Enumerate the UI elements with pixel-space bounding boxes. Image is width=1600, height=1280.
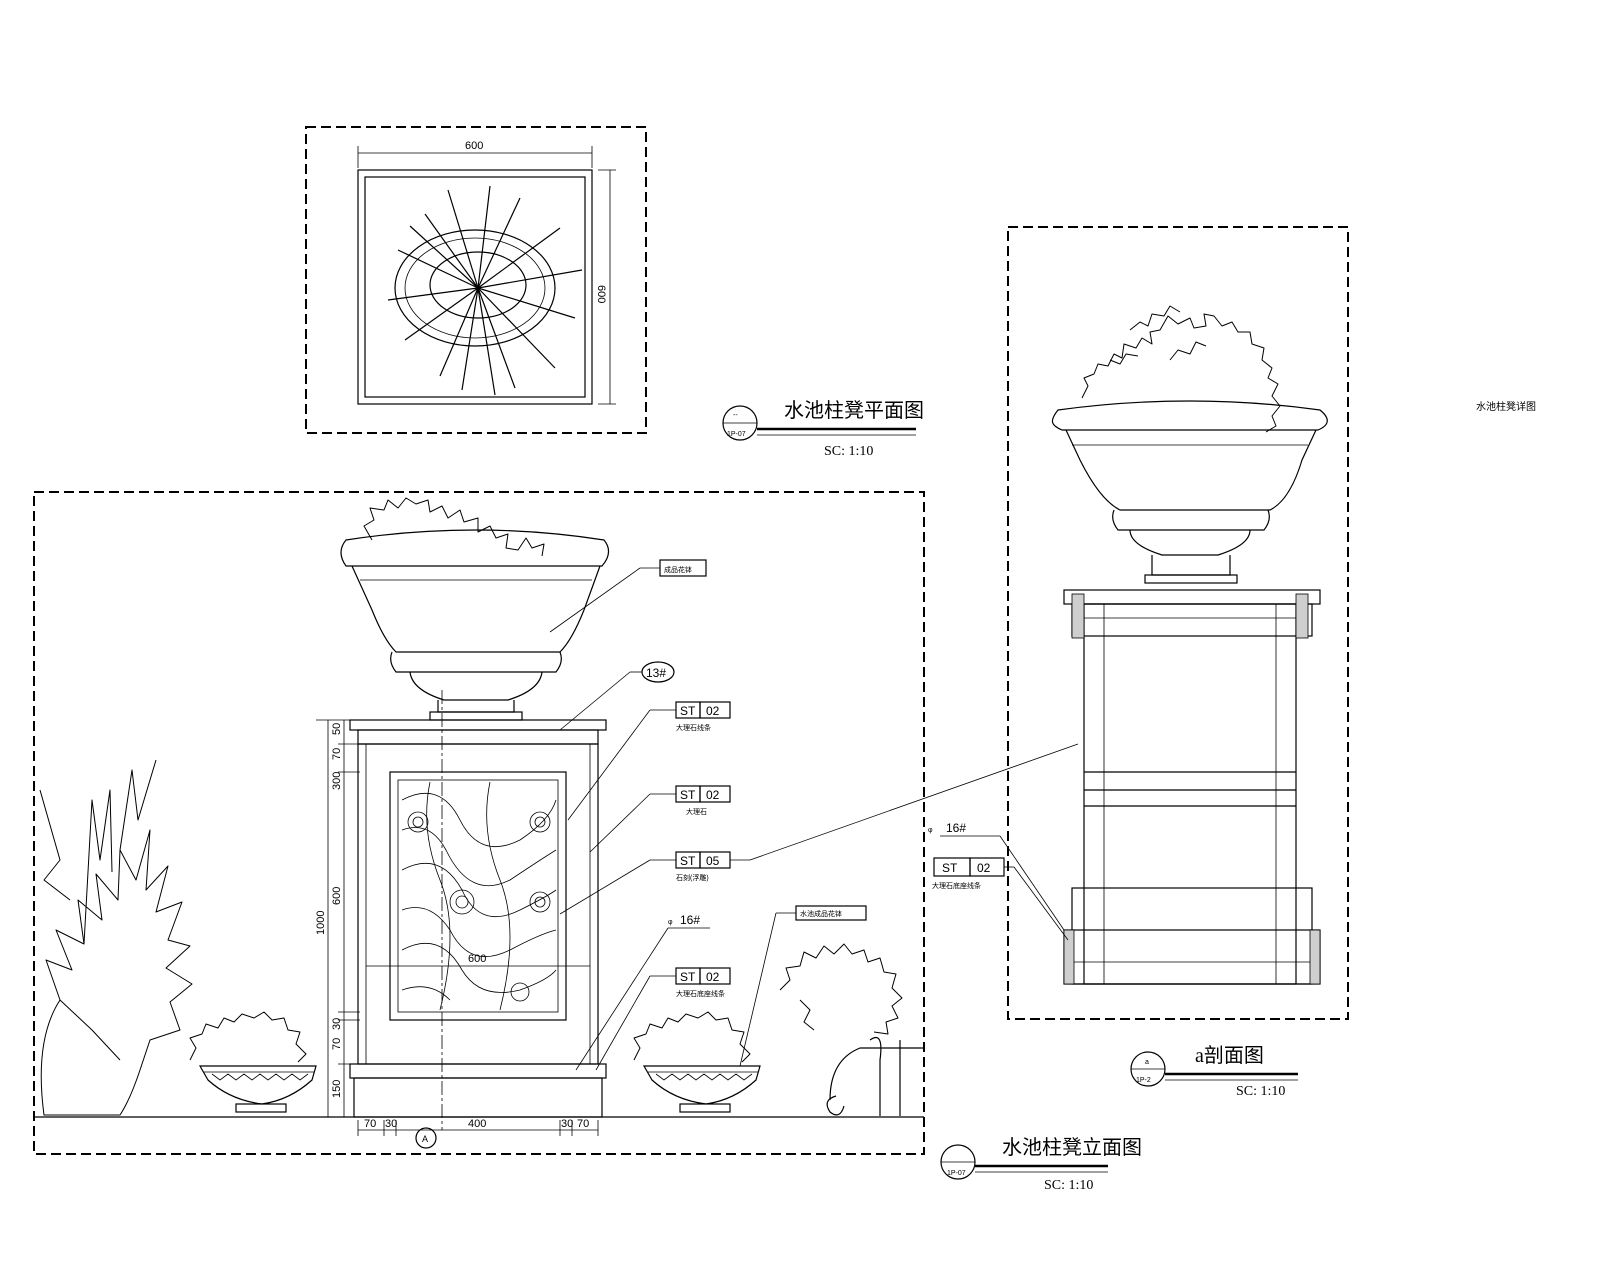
dim-h-5: 70 [577, 1118, 589, 1130]
plan-scale: SC: 1:10 [824, 444, 873, 459]
section-symbol-top: a [1145, 1059, 1149, 1066]
plan-view: 600 600 [305, 126, 647, 434]
section-view: φ 16# ST 02 大理石底座线条 [928, 226, 1349, 1020]
dim-v-4: 600 [331, 887, 343, 905]
callout-3-num: 05 [706, 854, 720, 868]
plan-dim-width: 600 [465, 140, 483, 152]
callout-3-note: 石刻(浮雕) [676, 873, 709, 882]
callout-2: ST 02 大理石 [589, 785, 731, 853]
plan-symbol-bottom: 1P-07 [727, 431, 746, 438]
callout-3-code: ST [680, 854, 696, 868]
callout-4-num: 02 [706, 970, 720, 984]
vase-note: 成品花钵 [664, 565, 692, 574]
callout-4-code: ST [680, 970, 696, 984]
section-symbol-bottom: 1P-2 [1136, 1077, 1151, 1084]
elevation-scale: SC: 1:10 [1044, 1178, 1093, 1193]
dim-h-3: 400 [468, 1118, 486, 1130]
callout-1-num: 02 [706, 704, 720, 718]
bolt-13-label: 13# [646, 666, 666, 680]
dim-v-2: 70 [331, 748, 343, 760]
pot-note: 水池成品花钵 [800, 909, 842, 918]
dim-h-1: 70 [364, 1118, 376, 1130]
callout-pot: 水池成品花钵 [739, 905, 867, 1067]
callout-4: ST 02 大理石底座线条 [595, 967, 731, 1071]
dim-h-4: 30 [561, 1118, 573, 1130]
callout-1: ST 02 大理石线条 [567, 701, 731, 821]
dim-v-6: 70 [331, 1038, 343, 1050]
callout-4-note: 大理石底座线条 [676, 989, 725, 998]
center-mark: A [422, 1134, 428, 1144]
callout-1-code: ST [680, 704, 696, 718]
elevation-frame [33, 491, 925, 1155]
section-callout-note: 大理石底座线条 [932, 881, 981, 890]
section-title: a剖面图 [1195, 1044, 1264, 1067]
section-bolt-label: 16# [946, 821, 966, 835]
side-note: 水池柱凳详图 [1476, 400, 1536, 413]
dim-inner-width: 600 [468, 953, 486, 965]
dim-total: 1000 [315, 911, 327, 935]
callout-2-note: 大理石 [686, 807, 707, 816]
dim-h-2: 30 [385, 1118, 397, 1130]
plan-dim-height: 600 [595, 285, 607, 303]
dim-v-7: 150 [331, 1080, 343, 1098]
section-callout-num: 02 [977, 861, 991, 875]
plan-symbol-top: -- [733, 412, 738, 419]
callout-bolt-16: φ 16# [575, 913, 710, 1071]
section-bolt-prefix: φ [928, 827, 933, 834]
dim-v-3: 300 [331, 772, 343, 790]
dim-v-5: 30 [331, 1018, 343, 1030]
section-frame [1007, 226, 1349, 1020]
callout-2-num: 02 [706, 788, 720, 802]
section-title-block: a 1P-2 a剖面图 SC: 1:10 水池柱凳详图 [1130, 400, 1536, 1099]
dim-v-1: 50 [331, 723, 343, 735]
section-callout-code: ST [942, 861, 958, 875]
plan-title-block: -- 1P-07 水池柱凳平面图 SC: 1:10 [722, 399, 924, 459]
elevation-title-block: 1P-07 水池柱凳立面图 SC: 1:10 [940, 1136, 1142, 1193]
plan-title: 水池柱凳平面图 [784, 399, 924, 422]
bolt-16-prefix: φ [668, 919, 673, 926]
plan-frame [305, 126, 647, 434]
elevation-symbol-bottom: 1P-07 [947, 1170, 966, 1177]
elevation-title: 水池柱凳立面图 [1002, 1136, 1142, 1159]
callout-3: ST 05 石刻(浮雕) [559, 743, 1079, 915]
carved-panel [389, 771, 567, 1021]
elevation-view: A 50 70 300 600 30 70 150 1000 70 30 400… [33, 491, 1079, 1155]
callout-1-note: 大理石线条 [676, 723, 711, 732]
callout-2-code: ST [680, 788, 696, 802]
bolt-16-label: 16# [680, 913, 700, 927]
section-scale: SC: 1:10 [1236, 1084, 1285, 1099]
